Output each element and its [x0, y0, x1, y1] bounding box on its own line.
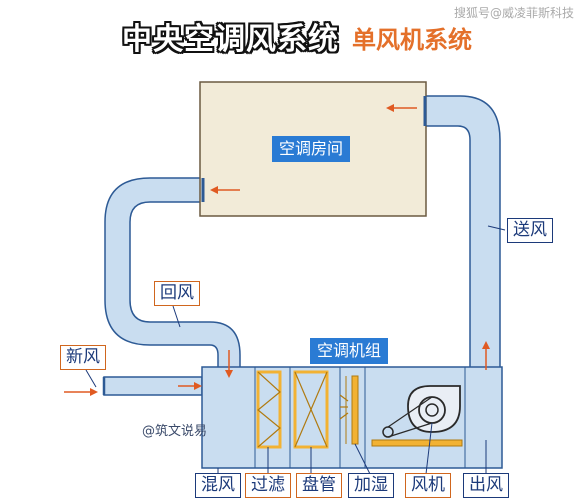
section-label-filter: 过滤	[245, 473, 291, 498]
room-label: 空调房间	[272, 136, 351, 162]
return-duct	[104, 177, 241, 373]
ahu-label: 空调机组	[310, 338, 389, 364]
fresh-air-label: 新风	[60, 345, 106, 370]
section-label-outlet: 出风	[463, 473, 509, 498]
section-label-fan: 风机	[405, 473, 451, 498]
section-label-coil: 盘管	[296, 473, 342, 498]
return-air-label: 回风	[154, 281, 200, 306]
section-label-mixing: 混风	[195, 473, 241, 498]
section-label-humidify: 加湿	[348, 473, 394, 498]
supply-air-label: 送风	[507, 218, 553, 243]
watermark: 搜狐号@威凌菲斯科技	[453, 6, 574, 20]
diagram-subtitle: 单风机系统	[352, 26, 472, 54]
filter-element	[256, 370, 282, 449]
author-label: @筑文说易	[142, 424, 208, 439]
diagram-title: 中央空调风系统	[122, 22, 339, 57]
fan-element	[371, 385, 463, 447]
supply-duct	[424, 95, 501, 373]
